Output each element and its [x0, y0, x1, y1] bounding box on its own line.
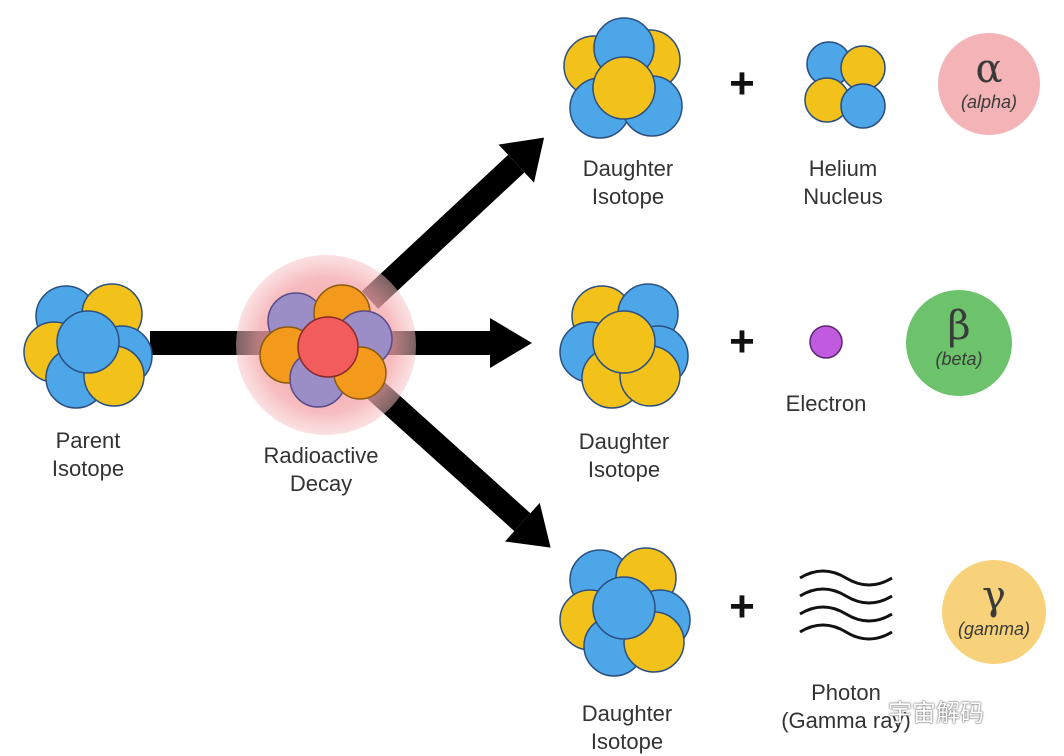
alpha-badge: α (alpha) [938, 33, 1040, 135]
decay-label-line1: Radioactive [263, 443, 379, 468]
parent-label-line2: Isotope [51, 456, 125, 481]
beta-daughter-line1: Daughter [578, 429, 670, 454]
gamma-daughter-line2: Isotope [590, 729, 664, 754]
electron-label: Electron [786, 390, 867, 418]
beta-daughter-nucleus-icon [559, 283, 689, 409]
gamma-name: (gamma) [957, 619, 1030, 639]
parent-label-line1: Parent [55, 428, 121, 453]
gamma-daughter-nucleus-icon [559, 547, 691, 677]
beta-plus: + [729, 317, 755, 366]
gamma-symbol: γ [982, 573, 1006, 619]
parent-isotope-label: Parent Isotope [52, 427, 124, 483]
gamma-daughter-line1: Daughter [581, 701, 673, 726]
electron-icon [809, 325, 843, 359]
beta-name: (beta) [935, 349, 983, 369]
alpha-plus: + [729, 59, 755, 108]
beta-symbol: β [947, 303, 971, 349]
alpha-daughter-line1: Daughter [582, 156, 674, 181]
helium-nucleus-label: Helium Nucleus [803, 155, 882, 211]
electron-label-line1: Electron [785, 391, 867, 416]
photon-label-line2: (Gamma ray) [781, 708, 911, 733]
alpha-daughter-line2: Isotope [591, 184, 665, 209]
alpha-symbol: α [975, 46, 1003, 92]
radioactive-decay-label: Radioactive Decay [264, 442, 379, 498]
photon-label-line1: Photon [811, 680, 881, 705]
helium-nucleus-icon [804, 41, 886, 129]
gamma-daughter-label: Daughter Isotope [582, 700, 673, 756]
beta-daughter-line2: Isotope [587, 457, 661, 482]
gamma-badge: γ (gamma) [942, 560, 1046, 664]
helium-label-line1: Helium [808, 156, 878, 181]
arrow-middle-head [490, 318, 532, 368]
arrow-lower [361, 376, 551, 548]
alpha-name: (alpha) [960, 92, 1018, 112]
parent-isotope-nucleus-icon [23, 283, 153, 409]
beta-badge: β (beta) [906, 290, 1012, 396]
beta-daughter-label: Daughter Isotope [579, 428, 670, 484]
alpha-daughter-nucleus-icon [563, 17, 683, 139]
helium-label-line2: Nucleus [803, 184, 883, 209]
arrow-upper [361, 137, 545, 309]
alpha-daughter-label: Daughter Isotope [583, 155, 674, 211]
photon-label: Photon (Gamma ray) [781, 679, 911, 735]
decay-nucleus-icon [259, 284, 393, 408]
gamma-plus: + [729, 582, 755, 631]
wave-icon [799, 569, 893, 641]
watermark: 宇宙解码 [888, 699, 984, 727]
decay-label-line2: Decay [289, 471, 353, 496]
